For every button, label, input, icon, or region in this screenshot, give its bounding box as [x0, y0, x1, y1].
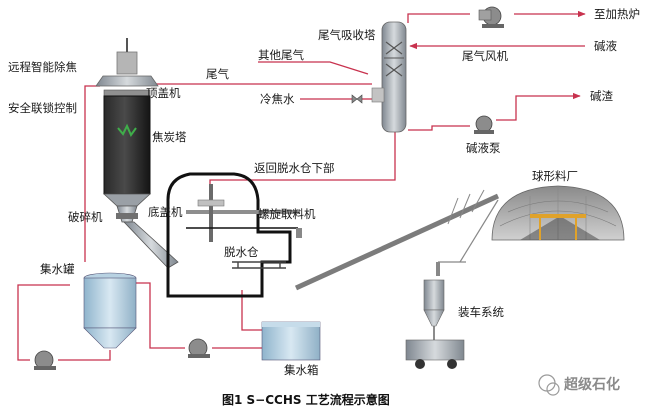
box-pump-icon: [188, 338, 210, 358]
label-top-head: 顶盖机: [146, 86, 181, 100]
label-screw-reclaimer: 螺旋取料机: [258, 207, 316, 221]
truck-loading-system: [405, 199, 499, 369]
tail-gas-fan-icon: [478, 6, 504, 28]
label-tail-gas-absorber: 尾气吸收塔: [318, 28, 376, 42]
label-tail-gas: 尾气: [206, 67, 229, 81]
water-collecting-tank: [83, 272, 137, 349]
belt-conveyor: [294, 189, 500, 291]
label-crusher: 破碎机: [68, 210, 103, 224]
label-caustic-pump: 碱液泵: [466, 141, 501, 155]
label-tail-gas-fan: 尾气风机: [462, 49, 508, 63]
watermark: 超级石化: [538, 374, 620, 396]
remote-decoking-unit-icon: [116, 51, 138, 75]
label-caustic: 碱液: [594, 39, 617, 53]
coke-drum: [95, 38, 179, 269]
spherical-storage-yard: [491, 185, 625, 241]
label-remote-decoking: 远程智能除焦: [8, 60, 77, 74]
label-to-furnace: 至加热炉: [594, 7, 640, 21]
label-water-tank: 集水罐: [40, 262, 75, 276]
watermark-text: 超级石化: [563, 376, 620, 393]
label-dewatering-bin: 脱水仓: [224, 245, 259, 259]
label-water-box: 集水箱: [284, 363, 319, 377]
crusher-chute-icon: [123, 221, 179, 269]
label-other-tail-gas: 其他尾气: [258, 48, 304, 62]
label-return-dewatering: 返回脱水仓下部: [254, 161, 335, 175]
figure-caption: 图1 S−CCHS 工艺流程示意图: [222, 392, 390, 407]
label-bottom-head: 底盖机: [148, 205, 183, 219]
label-spherical-yard: 球形料厂: [532, 169, 578, 183]
tail-gas-absorber: [371, 21, 407, 133]
label-safety-interlock: 安全联锁控制: [8, 101, 77, 115]
screw-reclaimer-beam: [186, 210, 300, 214]
water-collecting-box: [261, 321, 321, 361]
label-loading-system: 装车系统: [458, 305, 504, 319]
caustic-pump-icon: [474, 115, 494, 134]
label-caustic-residue: 碱渣: [590, 89, 613, 103]
dewatering-building: [166, 172, 302, 298]
truck-icon: [405, 339, 465, 361]
top-head-icon: [95, 75, 159, 87]
label-coke-drum: 焦炭塔: [152, 130, 187, 144]
label-cold-coke-water: 冷焦水: [260, 92, 295, 106]
valve-icon: [351, 94, 363, 104]
tank-pump-icon: [34, 350, 56, 370]
